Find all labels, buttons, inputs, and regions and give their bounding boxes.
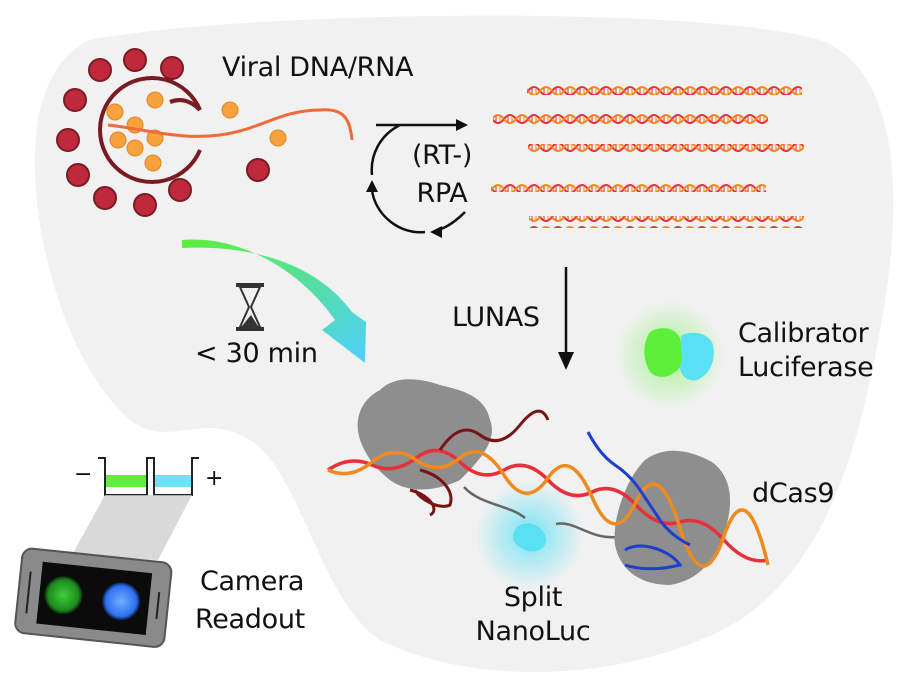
camera-label-line1: Camera <box>200 566 305 597</box>
light-beam <box>72 495 192 560</box>
calibrator-label-line1: Calibrator <box>738 318 869 349</box>
lunas-label: LUNAS <box>452 302 540 333</box>
calibrator-label-line2: Luciferase <box>738 352 874 383</box>
cuvette-icon <box>98 457 199 496</box>
camera-label-line2: Readout <box>195 604 305 635</box>
rpa-label-line1: (RT-) <box>411 140 473 171</box>
linker-right <box>555 522 619 539</box>
split-nanoluc-protein <box>513 523 546 552</box>
hourglass-icon <box>236 283 264 331</box>
virus-icon <box>56 48 354 217</box>
split-label-line2: NanoLuc <box>475 616 591 647</box>
dcas9-protein-right <box>614 450 731 585</box>
dcas9-label: dCas9 <box>752 478 835 509</box>
viral-label: Viral DNA/RNA <box>222 52 414 83</box>
arrow-down-icon <box>558 267 574 370</box>
linker-left <box>463 486 526 519</box>
time-label: < 30 min <box>195 338 318 369</box>
rpa-label-line2: RPA <box>416 178 468 209</box>
green-signal-spot <box>44 576 83 615</box>
dna-helix-icon <box>491 83 804 228</box>
guide-rna-right <box>586 431 691 571</box>
blue-signal-spot <box>102 582 141 621</box>
split-label-line1: Split <box>503 582 563 613</box>
calibrator-luciferase-protein <box>615 300 725 410</box>
rna-strand <box>107 108 354 141</box>
target-dna-strand-b <box>327 450 770 568</box>
plus-sign: + <box>205 466 224 491</box>
smartphone-icon <box>14 547 173 648</box>
minus-sign: − <box>74 462 93 487</box>
curved-arrow-icon <box>182 239 366 363</box>
guide-rna-left <box>409 409 550 517</box>
